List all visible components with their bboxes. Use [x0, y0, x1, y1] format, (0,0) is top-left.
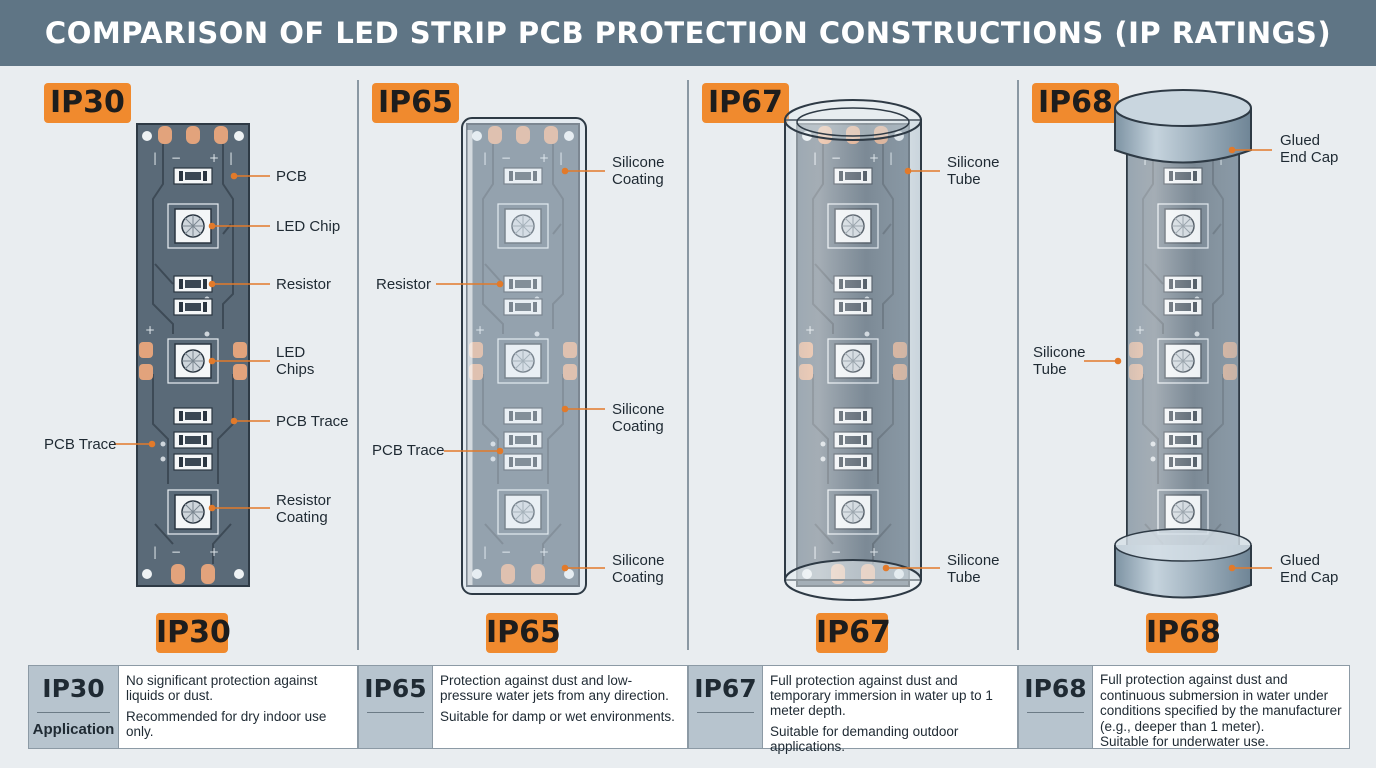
table-rating-cell: IP68: [1018, 665, 1093, 749]
panel-divider: [687, 80, 689, 650]
table-rating-cell: IP30 Application: [28, 665, 119, 749]
table-description-line: Suitable for damp or wet environments.: [440, 709, 675, 724]
label-glued-end-cap: Glued End Cap: [1280, 132, 1339, 166]
table-divider: [367, 712, 424, 713]
table-description-line: Full protection against dust and continu…: [1100, 672, 1342, 734]
table-divider: [1027, 712, 1084, 713]
table-rating: IP67: [694, 674, 757, 703]
label-silicone-coating: Silicone Coating: [612, 401, 665, 435]
ip65-pcb-strip: [461, 117, 587, 595]
label-silicone-coating: Silicone Coating: [612, 154, 665, 188]
table-description-cell: Full protection against dust and tempora…: [763, 665, 1018, 754]
table-rating-cell: IP65: [358, 665, 433, 749]
silicone-coating-layer: [461, 117, 587, 595]
ip65-badge-top: IP65: [372, 83, 459, 123]
table-divider: [37, 712, 110, 713]
page-title: COMPARISON OF LED STRIP PCB PROTECTION C…: [0, 0, 1376, 66]
table-rating: IP30: [42, 674, 105, 703]
label-resistor-coating: Resistor Coating: [276, 492, 332, 526]
leader-lines: [114, 146, 1272, 572]
table-divider: [697, 712, 754, 713]
ip67-badge-bottom: IP67: [816, 613, 891, 653]
panel-divider: [1017, 80, 1019, 650]
label-led-chip: LED Chip: [276, 218, 341, 235]
table-description-cell: Protection against dust and low-pressure…: [433, 665, 688, 749]
table-description-line: No significant protection against liquid…: [126, 673, 318, 703]
table-description-line: Suitable for demanding outdoor applicati…: [770, 724, 959, 754]
ip67-badge-top: IP67: [702, 83, 789, 123]
label-resistor: Resistor: [376, 276, 432, 293]
label-silicone-coating: Silicone Coating: [612, 552, 665, 586]
ip68-badge-bottom: IP68: [1146, 613, 1221, 653]
ip-rating-table: IP30 Application No significant protecti…: [28, 665, 1350, 754]
label-pcb-trace: PCB Trace: [372, 442, 445, 459]
ip67-pcb-strip: [784, 99, 922, 601]
ip68-pcb-strip: [1114, 89, 1252, 599]
ip30-badge-bottom: IP30: [156, 613, 231, 653]
label-silicone-tube: Silicone Tube: [947, 552, 1000, 586]
ip68-badge-top: IP68: [1032, 83, 1119, 123]
label-resistor: Resistor: [276, 276, 332, 293]
silicone-tube-body: [784, 119, 922, 581]
table-description-line: Suitable for underwater use.: [1100, 734, 1269, 749]
label-pcb: PCB: [276, 168, 307, 185]
panel-divider: [357, 80, 359, 650]
table-description-line: Recommended for dry indoor use only.: [126, 709, 327, 739]
table-rating: IP68: [1024, 674, 1087, 703]
label-led-chips: LED Chips: [276, 344, 315, 378]
table-description-line: Full protection against dust and tempora…: [770, 673, 993, 718]
label-pcb-trace-left: PCB Trace: [44, 436, 117, 453]
table-rating-cell: IP67: [688, 665, 763, 749]
table-application-label: Application: [32, 721, 115, 738]
label-silicone-tube: Silicone Tube: [1033, 344, 1086, 378]
label-silicone-tube: Silicone Tube: [947, 154, 1000, 188]
ip30-badge-top: IP30: [44, 83, 131, 123]
label-glued-end-cap: Glued End Cap: [1280, 552, 1339, 586]
ip65-badge-bottom: IP65: [486, 613, 561, 653]
table-description-line: Protection against dust and low-pressure…: [440, 673, 669, 703]
table-description-cell: No significant protection against liquid…: [119, 665, 358, 749]
table-description-cell: Full protection against dust and continu…: [1093, 665, 1350, 749]
ip30-pcb-strip: [137, 124, 249, 586]
label-pcb-trace-right: PCB Trace: [276, 413, 349, 430]
table-rating: IP65: [364, 674, 427, 703]
